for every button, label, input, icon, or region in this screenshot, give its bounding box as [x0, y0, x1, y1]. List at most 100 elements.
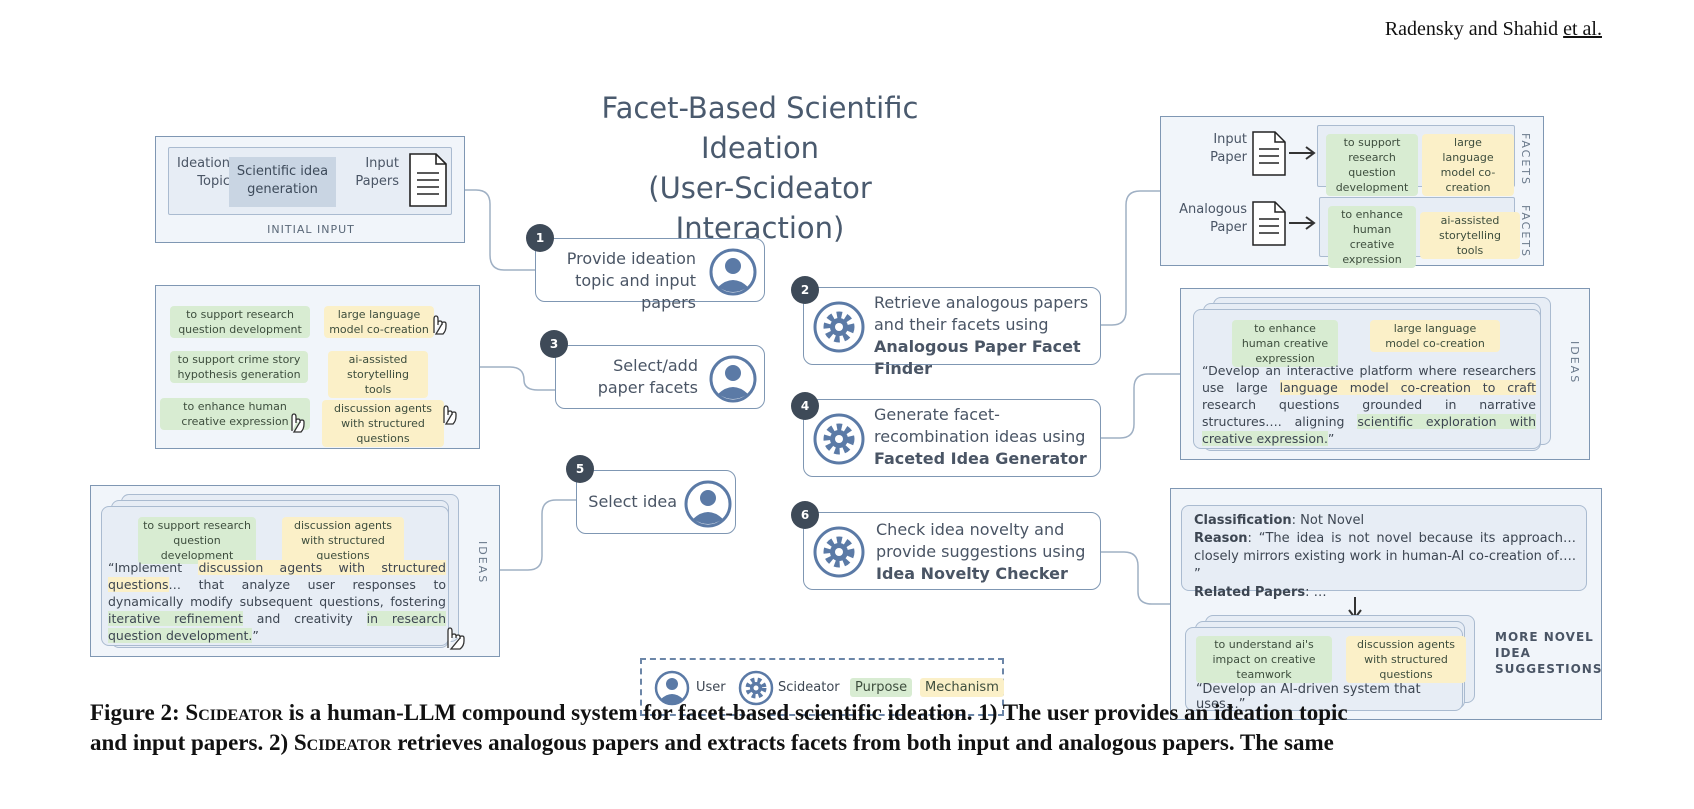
- step-2-text: Retrieve analogous papers and their face…: [874, 292, 1098, 380]
- figure-caption: Figure 2: Scideator is a human-LLM compo…: [90, 698, 1610, 758]
- analogous-paper-label: Analogous Paper: [1179, 202, 1247, 235]
- selection-chip-mechanism-2[interactable]: ai-assisted storytelling tools: [328, 351, 428, 398]
- step-6-box: Check idea novelty and provide suggestio…: [803, 512, 1101, 590]
- related-row: Related Papers: …: [1194, 584, 1576, 602]
- topic-value: Scientific idea generation: [229, 157, 336, 207]
- novelty-result-card: Classification: Not Novel Reason: “The i…: [1181, 505, 1587, 600]
- initial-input-panel: Ideation Topic Scientific idea generatio…: [155, 136, 465, 243]
- novelty-panel: Classification: Not Novel Reason: “The i…: [1170, 488, 1602, 720]
- idea-right-mechanism-chip: large language model co-creation: [1370, 320, 1500, 352]
- input-papers-label: Input Papers: [355, 156, 399, 189]
- idea-right-t2: research questions grounded in narrative…: [1202, 397, 1536, 429]
- idea-right-purpose-chip: to enhance human creative expression: [1232, 320, 1338, 367]
- step-6-badge: 6: [791, 501, 819, 529]
- step-6-text: Check idea novelty and provide suggestio…: [876, 519, 1086, 585]
- idea-left-t4: ”: [252, 628, 259, 643]
- suggestion-mechanism-chip: discussion agents with structured questi…: [1346, 636, 1466, 683]
- step-5-badge: 5: [566, 455, 594, 483]
- step-2-box: Retrieve analogous papers and their face…: [803, 287, 1101, 378]
- idea-left-t1: “Implement: [108, 560, 199, 575]
- legend-purpose-chip: Purpose: [850, 678, 913, 697]
- caption-l2-system: Scideator: [293, 730, 392, 755]
- analogous-paper-facet-finder: Analogous Paper Facet Finder: [874, 337, 1081, 378]
- idea-card-right[interactable]: to enhance human creative expression lar…: [1193, 309, 1541, 449]
- classification-label: Classification: [1194, 513, 1292, 528]
- figure-title-line1: Facet-Based Scientific Ideation: [601, 91, 919, 165]
- analog-purpose-chip: to enhance human creative expression: [1328, 206, 1416, 268]
- step-2-text-plain: Retrieve analogous papers and their face…: [874, 293, 1089, 334]
- pointer-hand-icon: [443, 405, 457, 425]
- step-2-badge: 2: [791, 276, 819, 304]
- faceted-idea-generator: Faceted Idea Generator: [874, 449, 1087, 468]
- header-etal: et al.: [1563, 18, 1602, 40]
- step-1-text: Provide ideation topic and input papers: [566, 249, 696, 312]
- facet-selection-panel: to support research question development…: [155, 285, 480, 449]
- step-4-text: Generate facet-recombination ideas using…: [874, 404, 1098, 470]
- ideas-panel-left: to support research question development…: [90, 485, 500, 657]
- user-icon: [654, 670, 690, 706]
- input-paper-label: Input Paper: [1210, 132, 1247, 165]
- idea-left-text: “Implement discussion agents with struct…: [108, 559, 446, 644]
- novelty-result-text: Classification: Not Novel Reason: “The i…: [1194, 512, 1576, 602]
- idea-left-t2: … that analyze user responses to dynamic…: [108, 577, 446, 609]
- caption-line-1: Figure 2: Scideator is a human-LLM compo…: [90, 698, 1610, 728]
- step-4-box: Generate facet-recombination ideas using…: [803, 399, 1101, 477]
- selection-chip-purpose-2[interactable]: to support crime story hypothesis genera…: [170, 351, 308, 383]
- gear-icon: [738, 670, 774, 706]
- suggestion-purpose-chip: to understand ai's impact on creative te…: [1196, 636, 1332, 683]
- step-5-text: Select idea: [588, 492, 677, 511]
- arrow-right-icon: [1289, 216, 1316, 230]
- input-facets-box: to support research question development…: [1317, 125, 1515, 196]
- idea-left-t3: and creativity: [242, 611, 367, 626]
- more-novel-suggestions-label: MORE NOVEL IDEA SUGGESTIONS: [1495, 630, 1603, 676]
- input-purpose-chip: to support research question development: [1326, 134, 1418, 196]
- idea-left-purpose-chip: to support research question development: [138, 517, 256, 564]
- idea-right-t3: ”: [1327, 431, 1335, 446]
- reason-row: Reason: “The idea is not novel because i…: [1194, 530, 1576, 584]
- step-1-box: Provide ideation topic and input papers: [535, 238, 765, 312]
- pointer-hand-icon: [447, 627, 465, 650]
- input-mechanism-chip: large language model co-creation: [1422, 134, 1514, 196]
- user-icon: [684, 480, 732, 528]
- selection-chip-purpose-3[interactable]: to enhance human creative expression: [160, 398, 310, 430]
- document-icon: [409, 153, 447, 207]
- user-icon: [709, 355, 757, 403]
- related-label: Related Papers: [1194, 585, 1306, 600]
- caption-l2a: and input papers. 2): [90, 730, 294, 755]
- selection-chip-purpose-1[interactable]: to support research question development: [170, 306, 310, 338]
- step-6-text-plain: Check idea novelty and provide suggestio…: [876, 520, 1086, 561]
- initial-input-label: INITIAL INPUT: [267, 223, 355, 236]
- classification-value: : Not Novel: [1291, 513, 1365, 528]
- idea-right-text: “Develop an interactive platform where r…: [1202, 362, 1537, 447]
- document-icon: [1252, 131, 1286, 176]
- ideas-vertical-label: IDEAS: [476, 541, 489, 585]
- related-value: : …: [1305, 585, 1327, 600]
- idea-left-h2: iterative refinement: [108, 611, 243, 626]
- gear-icon: [813, 413, 865, 465]
- caption-l1b: is a human-LLM compound system for facet…: [282, 700, 1348, 725]
- idea-left-mechanism-chip: discussion agents with structured questi…: [282, 517, 404, 564]
- figure-title: Facet-Based Scientific Ideation (User-Sc…: [560, 88, 960, 248]
- pointer-hand-icon: [433, 315, 447, 335]
- idea-right-h1: language model co-creation to craft: [1279, 380, 1537, 395]
- facets-vertical-label-2: FACETS: [1519, 205, 1532, 258]
- selection-chip-mechanism-1[interactable]: large language model co-creation: [324, 306, 434, 338]
- gear-icon: [813, 301, 865, 353]
- legend-user-label: User: [696, 680, 726, 695]
- step-3-badge: 3: [540, 330, 568, 358]
- selection-chip-mechanism-3[interactable]: discussion agents with structured questi…: [322, 400, 444, 447]
- caption-l1-system: Scideator: [185, 700, 283, 725]
- pointer-hand-icon: [291, 413, 305, 433]
- suggestion-card[interactable]: to understand ai's impact on creative te…: [1185, 627, 1466, 712]
- ideation-topic-label: Ideation Topic: [177, 156, 230, 189]
- step-3-text: Select/add paper facets: [597, 356, 698, 397]
- reason-label: Reason: [1194, 531, 1248, 546]
- user-icon: [709, 248, 757, 296]
- figure-title-line2: (User-Scideator Interaction): [648, 171, 872, 245]
- ideas-vertical-label: IDEAS: [1568, 341, 1581, 385]
- idea-card-left[interactable]: to support research question development…: [101, 506, 449, 646]
- step-1-badge: 1: [526, 224, 554, 252]
- idea-right-t1: “Develop an interactive platform where r…: [1202, 363, 1536, 395]
- reason-value: : “The idea is not novel because its app…: [1194, 531, 1576, 582]
